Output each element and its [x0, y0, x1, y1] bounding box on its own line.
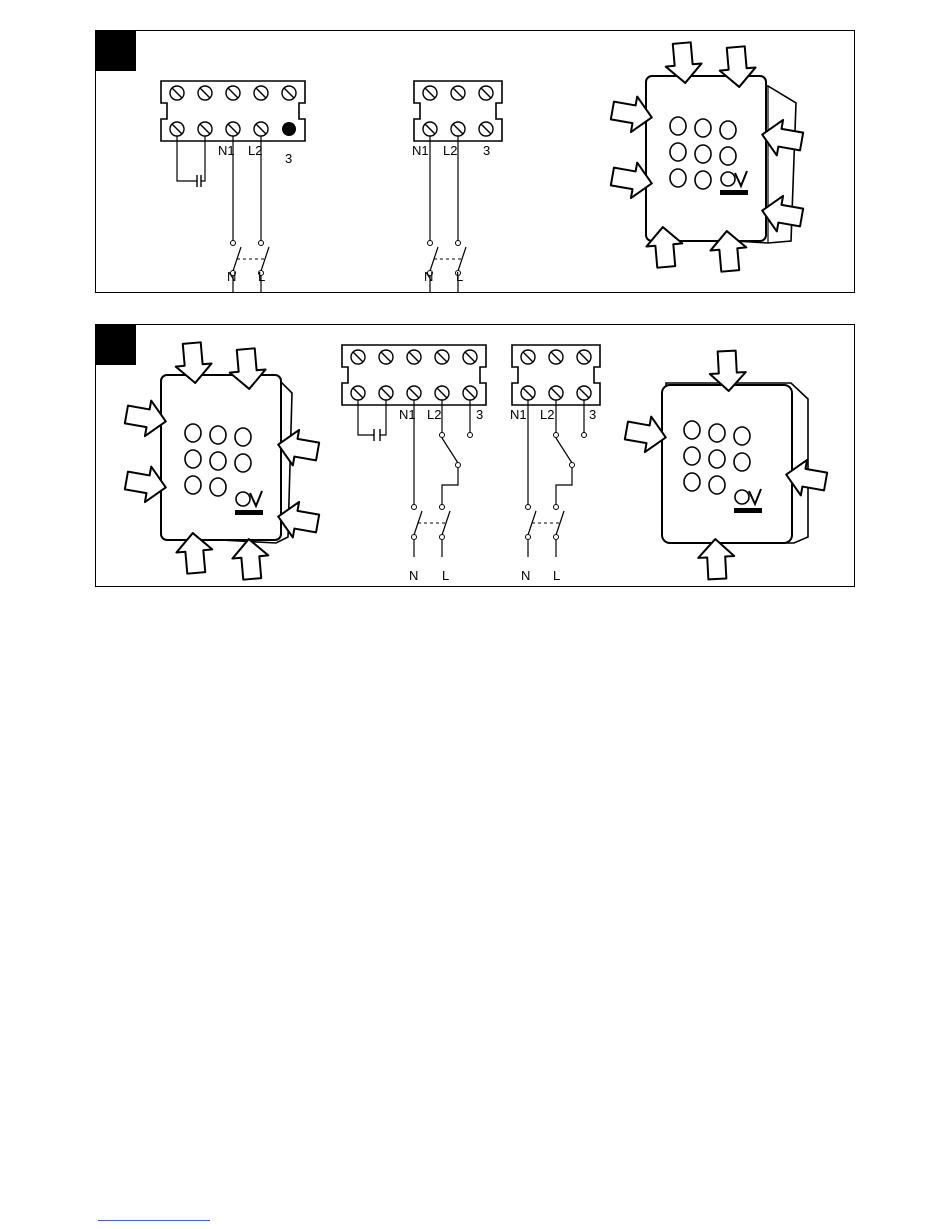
label-3: 3 [483, 143, 490, 158]
label-l: L [258, 269, 265, 284]
fan-unit-right-4-arrows [623, 350, 828, 580]
label-l2: L2 [427, 407, 441, 422]
panel-2-drawing: N1 L2 3 N L N1 L2 [96, 325, 856, 588]
label-3: 3 [476, 407, 483, 422]
panel-1-drawing: N1 L2 3 N L N1 L2 3 N L [96, 31, 856, 294]
footnote-rule [98, 1220, 210, 1221]
label-n: N [521, 568, 530, 583]
fan-unit-left-8-arrows [123, 342, 320, 581]
label-l2: L2 [540, 407, 554, 422]
terminal-block-5 [161, 81, 305, 293]
label-n1: N1 [412, 143, 429, 158]
fan-unit-8-arrows [609, 42, 804, 273]
label-l: L [456, 269, 463, 284]
terminal-block-3 [512, 345, 600, 557]
label-l: L [553, 568, 560, 583]
label-l: L [442, 568, 449, 583]
label-n: N [424, 269, 433, 284]
figure-panel-1: N1 L2 3 N L N1 L2 3 N L [95, 30, 855, 293]
label-n: N [409, 568, 418, 583]
label-l2: L2 [248, 143, 262, 158]
figure-panel-2: N1 L2 3 N L N1 L2 [95, 324, 855, 587]
label-l2: L2 [443, 143, 457, 158]
terminal-block-3 [414, 81, 502, 293]
label-n1: N1 [218, 143, 235, 158]
label-n1: N1 [399, 407, 416, 422]
label-n1: N1 [510, 407, 527, 422]
label-3: 3 [589, 407, 596, 422]
label-n: N [227, 269, 236, 284]
label-3: 3 [285, 151, 292, 166]
terminal-block-5 [342, 345, 486, 557]
